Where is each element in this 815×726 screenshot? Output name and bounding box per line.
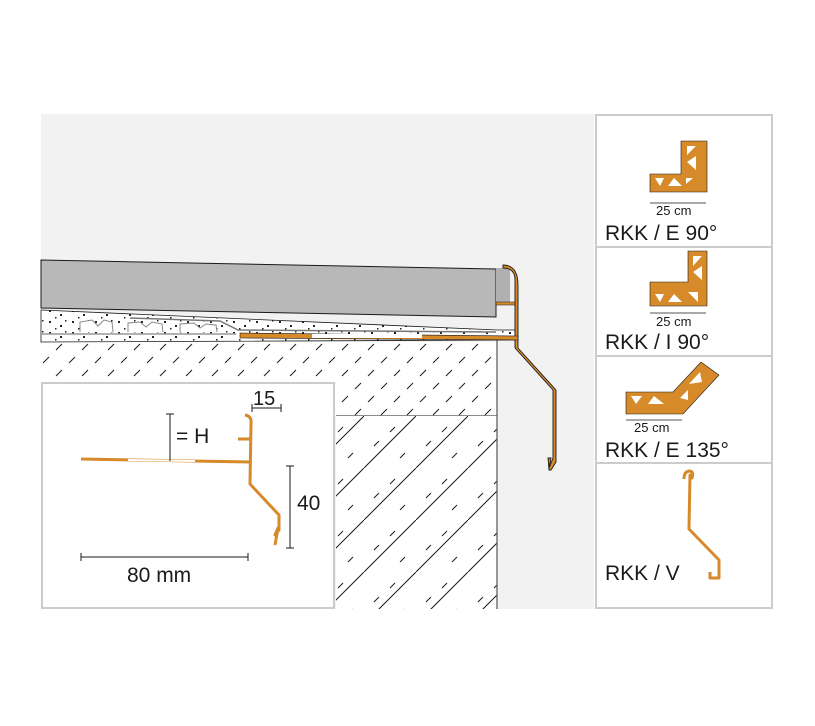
profile-v-icon <box>682 469 721 580</box>
edge-profile <box>502 264 557 471</box>
sidebar-item-dimension: 25 cm <box>656 314 691 329</box>
profile-inner-wall <box>495 301 516 306</box>
sidebar-panel <box>595 114 773 609</box>
corner-e135-icon <box>625 361 720 415</box>
sidebar-item-label: RKK / E 90° <box>605 222 717 245</box>
drainage-mat <box>79 319 218 333</box>
sidebar-item-dimension: 25 cm <box>656 203 691 218</box>
dim-40-label: 40 <box>297 492 320 515</box>
dim-15-label: 15 <box>253 388 275 410</box>
tile <box>40 259 497 318</box>
corner-e90-cutouts <box>655 146 696 186</box>
sidebar-item-label: RKK / V <box>605 562 680 585</box>
sidebar-item-rkk-v[interactable]: RKK / V <box>605 469 721 585</box>
joint-fill <box>496 268 510 302</box>
corner-e90-icon <box>649 140 708 193</box>
membrane-step <box>129 317 497 333</box>
sidebar-item-rkk-e135[interactable]: 25 cm RKK / E 135° <box>605 361 729 462</box>
sidebar-item-rkk-i90[interactable]: 25 cm RKK / I 90° <box>605 250 709 354</box>
sidebar-item-label: RKK / I 90° <box>605 331 709 354</box>
corner-i90-cutouts <box>655 256 702 302</box>
sidebar-item-dimension: 25 cm <box>634 420 669 435</box>
inset-profile <box>244 413 281 546</box>
concrete-hatch <box>336 416 497 609</box>
inset-panel <box>41 382 335 609</box>
inset-flange-perforation <box>127 459 196 462</box>
dim-80-label: 80 mm <box>127 564 191 587</box>
dim-h-label: = H <box>176 425 209 448</box>
sidebar-item-rkk-e90[interactable]: 25 cm RKK / E 90° <box>605 140 717 245</box>
profile-flange-perforation <box>312 334 422 338</box>
corner-e135-cutouts <box>631 372 702 404</box>
sidebar-item-label: RKK / E 135° <box>605 439 729 462</box>
